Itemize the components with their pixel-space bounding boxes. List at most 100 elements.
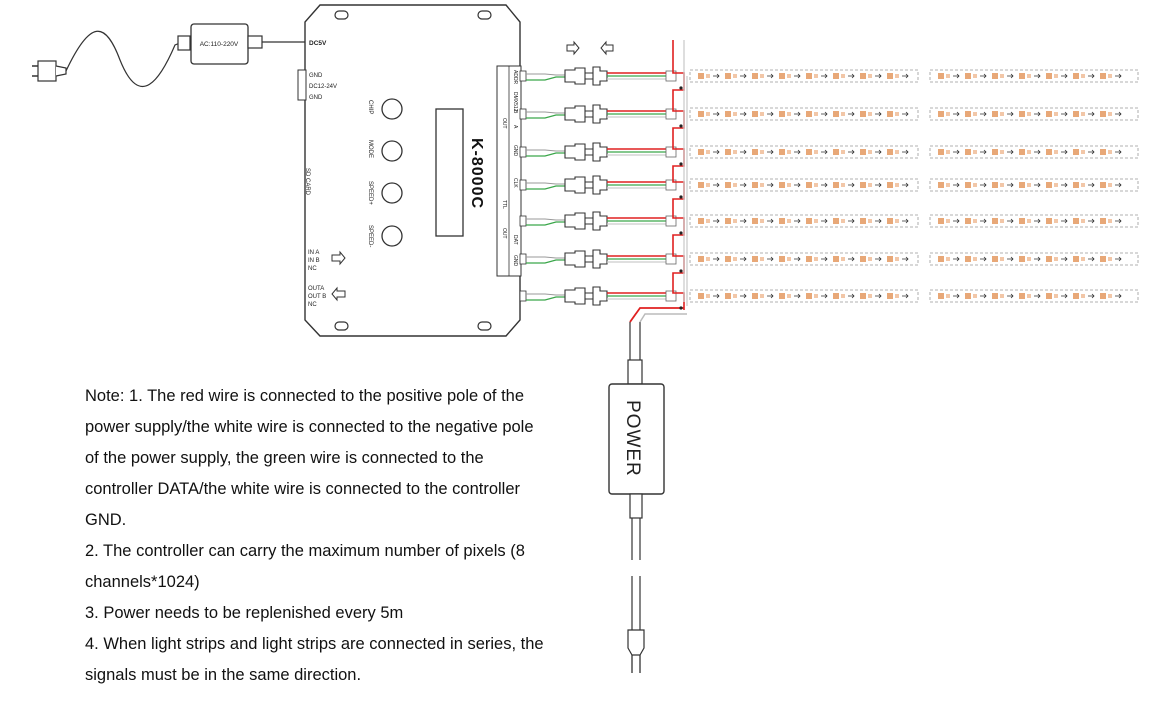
led-chip [1046, 182, 1052, 188]
lcd-display [435, 108, 464, 237]
data-wire [526, 221, 567, 226]
led-strip-2 [689, 107, 1139, 121]
channel-5 [519, 211, 677, 231]
led-chip [725, 149, 731, 155]
led-chip [1019, 111, 1025, 117]
led-chip [1046, 218, 1052, 224]
led-chip [938, 256, 944, 262]
channel-1 [519, 66, 677, 86]
power-terminal-gnd-2: GND [309, 95, 323, 101]
ac-adapter: AC:110-220V [177, 23, 263, 65]
chip-button [381, 98, 403, 120]
led-chip [1100, 218, 1106, 224]
led-chip [860, 73, 866, 79]
led-chip [1046, 149, 1052, 155]
male-connector-icon [564, 176, 586, 194]
led-chip [833, 256, 839, 262]
led-chip [698, 149, 704, 155]
led-chip [992, 111, 998, 117]
gnd-wire [526, 149, 567, 152]
led-chip [938, 293, 944, 299]
led-chip [992, 73, 998, 79]
led-chip [725, 218, 731, 224]
led-chip [938, 149, 944, 155]
adapter-label: AC:110-220V [200, 41, 239, 48]
led-chip [806, 149, 812, 155]
led-chip [965, 293, 971, 299]
led-chip [1073, 293, 1079, 299]
led-chip [698, 256, 704, 262]
led-chip [887, 182, 893, 188]
led-chip [833, 293, 839, 299]
led-chip [806, 218, 812, 224]
led-chip [1019, 73, 1025, 79]
channel-6 [519, 249, 677, 269]
led-strip-5 [689, 214, 1139, 228]
power-supply: POWER [608, 322, 665, 673]
led-chip [779, 149, 785, 155]
note-line-9: 4. When light strips and light strips ar… [85, 635, 544, 653]
arrow-left-icon [331, 286, 346, 302]
led-strip-6 [689, 252, 1139, 266]
led-chip [752, 293, 758, 299]
led-chip [860, 218, 866, 224]
led-chip [725, 111, 731, 117]
led-chip [938, 218, 944, 224]
led-chip [860, 182, 866, 188]
led-chip [1046, 111, 1052, 117]
output-terminal [519, 253, 527, 265]
ac-cable [65, 30, 181, 87]
led-chip [779, 111, 785, 117]
power-terminal-dc: DC12-24V [309, 84, 337, 90]
output-terminal [519, 215, 527, 227]
led-chip [1073, 256, 1079, 262]
led-chip [1019, 218, 1025, 224]
female-connector-icon [592, 175, 608, 195]
led-chip [1073, 182, 1079, 188]
led-chip [860, 111, 866, 117]
led-chip [806, 111, 812, 117]
led-chip [992, 218, 998, 224]
led-chip [1019, 182, 1025, 188]
led-chip [752, 218, 758, 224]
led-chip [887, 256, 893, 262]
gnd-wire [526, 293, 567, 296]
led-chip [1019, 149, 1025, 155]
led-chip [1019, 293, 1025, 299]
led-chip [1100, 293, 1106, 299]
led-chip [1073, 149, 1079, 155]
led-chip [887, 73, 893, 79]
male-connector-icon [564, 250, 586, 268]
led-chip [965, 149, 971, 155]
led-chip [1046, 73, 1052, 79]
led-chip [833, 73, 839, 79]
channel-3 [519, 142, 677, 162]
male-connector-icon [564, 212, 586, 230]
supply-positive-wire [629, 307, 684, 323]
led-chip [992, 293, 998, 299]
led-chip [938, 73, 944, 79]
led-chip [779, 256, 785, 262]
output-terminal [519, 290, 527, 302]
note-line-8: 3. Power needs to be replenished every 5… [85, 604, 404, 622]
female-connector-icon [592, 249, 608, 269]
speed-down-button [381, 225, 403, 247]
led-chip [725, 182, 731, 188]
led-strip-3 [689, 145, 1139, 159]
supply-negative-wire [639, 313, 687, 323]
led-chip [833, 149, 839, 155]
led-chip [1073, 218, 1079, 224]
led-chip [887, 149, 893, 155]
output-terminal [519, 179, 527, 191]
port-label-3: OUT [501, 118, 507, 129]
led-chip [806, 182, 812, 188]
gnd-wire [526, 111, 567, 114]
channel-2 [519, 104, 677, 124]
led-chip [833, 218, 839, 224]
led-chip [887, 111, 893, 117]
input-nc: NC [308, 266, 317, 272]
led-chip [1100, 256, 1106, 262]
led-chip [698, 73, 704, 79]
led-strip-1 [689, 69, 1139, 83]
